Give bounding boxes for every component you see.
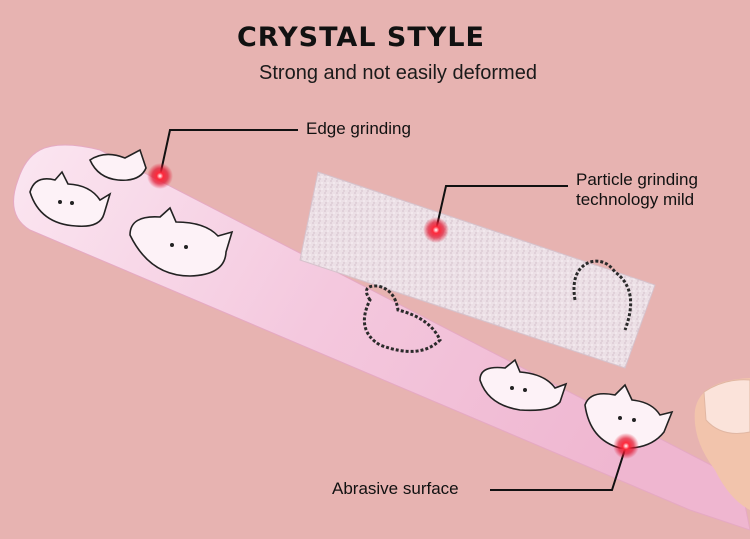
finger xyxy=(694,378,750,510)
leader-lines xyxy=(159,129,627,491)
callout-particle-grinding: Particle grinding technology mild xyxy=(576,170,698,209)
page-subtitle: Strong and not easily deformed xyxy=(259,62,537,84)
abrasive-marker-icon xyxy=(613,433,639,459)
grit-patch xyxy=(299,171,656,369)
edge-marker-icon xyxy=(147,163,173,189)
marker-dots xyxy=(147,163,639,459)
particle-marker-icon xyxy=(423,217,449,243)
callout-abrasive-surface: Abrasive surface xyxy=(332,479,459,498)
cat-doodle-icon xyxy=(29,148,674,449)
callout-edge-grinding: Edge grinding xyxy=(306,119,411,138)
nail-file xyxy=(13,144,750,531)
page-title: CRYSTAL STYLE xyxy=(236,22,485,53)
